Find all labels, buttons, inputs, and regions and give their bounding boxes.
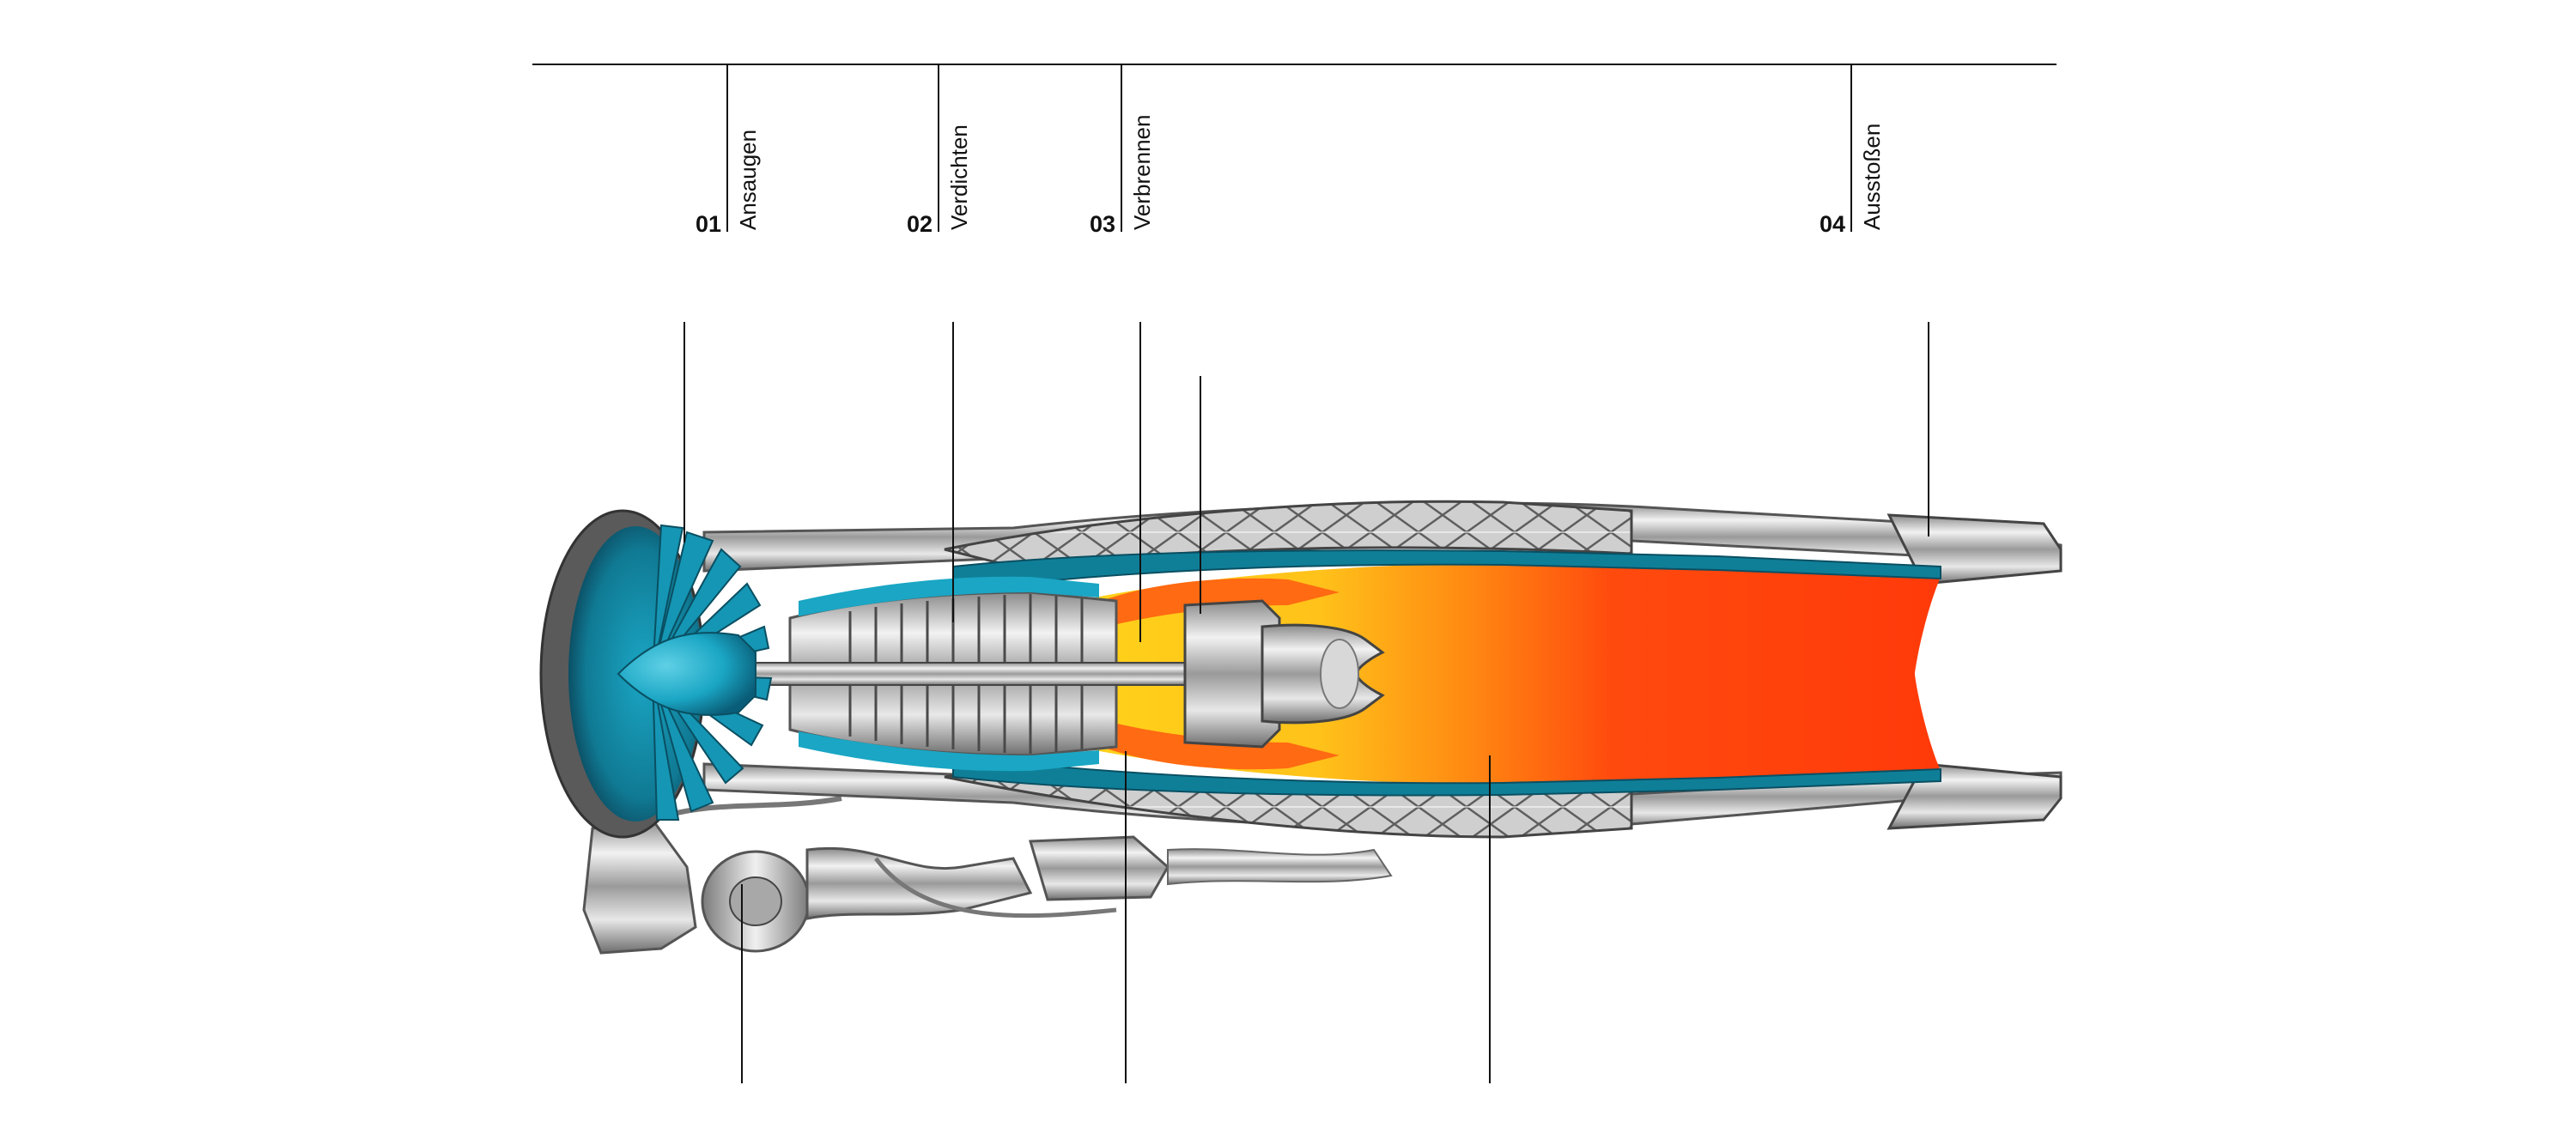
stage-label-3: Verbrennen xyxy=(1129,115,1155,230)
stage-number-4: 04 xyxy=(1820,211,1845,237)
cold-flow-upper xyxy=(799,576,1099,616)
main-shaft xyxy=(755,662,1203,686)
turbine-section xyxy=(1183,599,1281,749)
stage-header-3: 03 Verbrennen xyxy=(1090,64,1155,237)
leader-lines xyxy=(683,322,1929,1083)
stage-header-1: 01 Ansaugen xyxy=(696,64,761,237)
engine-illustration xyxy=(539,500,2063,955)
stage-number-2: 02 xyxy=(907,211,933,237)
stage-header-4: 04 Ausstoßen xyxy=(1820,64,1885,237)
nose-cone xyxy=(617,632,756,716)
cold-flow-lower xyxy=(799,731,1099,772)
stage-number-3: 03 xyxy=(1090,211,1115,237)
stage-number-1: 01 xyxy=(696,211,721,237)
stage-label-2: Verdichten xyxy=(946,124,972,230)
stage-label-4: Ausstoßen xyxy=(1859,124,1885,230)
bypass-duct-lower xyxy=(952,754,1941,797)
stage-label-1: Ansaugen xyxy=(735,130,761,230)
exhaust-flame xyxy=(1078,562,1941,785)
stage-header-2: 02 Verdichten xyxy=(907,64,972,237)
flame-holder xyxy=(1320,639,1359,709)
